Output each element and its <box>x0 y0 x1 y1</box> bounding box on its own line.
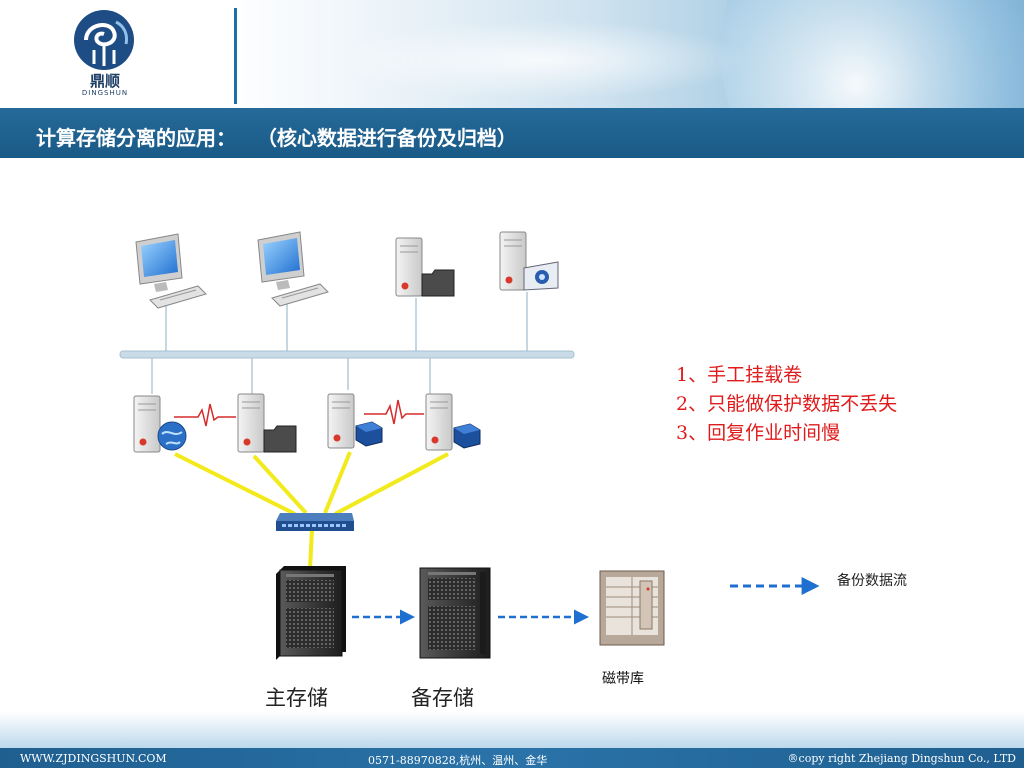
issue-notes: 1、手工挂载卷 2、只能做保护数据不丢失 3、回复作业时间慢 <box>676 361 897 448</box>
heartbeat-links <box>174 399 424 427</box>
storage-architecture-diagram <box>119 231 820 660</box>
title-bar <box>0 108 1024 158</box>
app-server-icon <box>425 393 481 451</box>
logo-name: 鼎顺 <box>89 72 120 90</box>
footer-fade <box>0 712 1024 748</box>
lan-bus <box>119 350 575 359</box>
file-server-icon <box>395 237 455 297</box>
web-server-icon <box>133 395 187 453</box>
file-server-icon <box>237 393 297 453</box>
footer-website: WWW.ZJDINGSHUN.COM <box>20 752 167 765</box>
footer-bar: WWW.ZJDINGSHUN.COM 0571-88970828,杭州、温州、金… <box>0 748 1024 768</box>
header-glow <box>330 20 750 100</box>
storage-array-icon <box>276 566 346 660</box>
desktop-pc-icon <box>257 231 329 307</box>
note-item: 1、手工挂载卷 <box>676 364 803 386</box>
globe-graphic <box>720 0 1024 108</box>
legend-label: 备份数据流 <box>837 573 907 589</box>
app-server-icon <box>327 393 383 449</box>
slide-header <box>0 0 1024 108</box>
logo-subtitle: DINGSHUN <box>81 89 129 97</box>
media-server-icon <box>499 231 559 291</box>
backup-storage-label: 备存储 <box>411 686 474 710</box>
storage-array-icon <box>419 567 491 659</box>
tape-library-icon <box>599 570 665 646</box>
header-divider <box>234 8 237 104</box>
footer-contact: 0571-88970828,杭州、温州、金华 <box>368 754 548 767</box>
network-switch-icon <box>276 513 354 531</box>
san-cables <box>174 451 449 569</box>
footer-copyright: ®copy right Zhejiang Dingshun Co., LTD <box>787 752 1016 765</box>
note-item: 3、回复作业时间慢 <box>676 422 841 444</box>
tape-library-label: 磁带库 <box>602 671 644 687</box>
main-storage-label: 主存储 <box>265 686 328 710</box>
note-item: 2、只能做保护数据不丢失 <box>676 393 898 415</box>
logo-icon <box>74 10 134 70</box>
desktop-pc-icon <box>135 233 207 309</box>
slide-title: 计算存储分离的应用： （核心数据进行备份及归档） <box>36 126 517 150</box>
lan-drop-lines <box>151 292 528 394</box>
